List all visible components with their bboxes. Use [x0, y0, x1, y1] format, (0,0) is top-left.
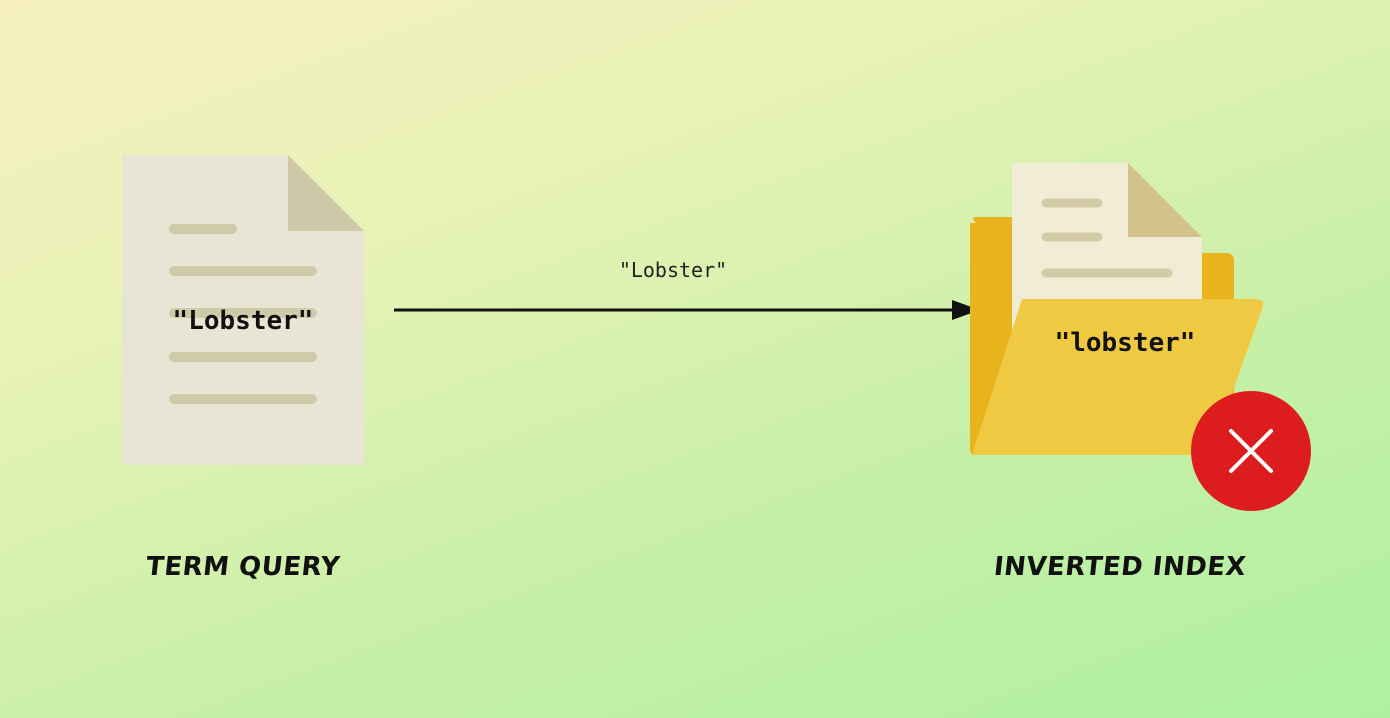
document-icon [122, 155, 364, 465]
document-term-text: "Lobster" [172, 306, 314, 336]
document-fold [288, 155, 364, 231]
inverted-index-caption: INVERTED INDEX [992, 552, 1248, 582]
x-mark-icon [1191, 391, 1311, 511]
arrow-right-icon [394, 300, 980, 320]
term-query-caption: TERM QUERY [144, 552, 342, 582]
folder-front [972, 299, 1264, 455]
folder-document-fold [1128, 163, 1202, 237]
arrow-label: "Lobster" [618, 258, 728, 282]
folder-term-text: "lobster" [1054, 328, 1196, 358]
folder-icon [970, 163, 1264, 455]
